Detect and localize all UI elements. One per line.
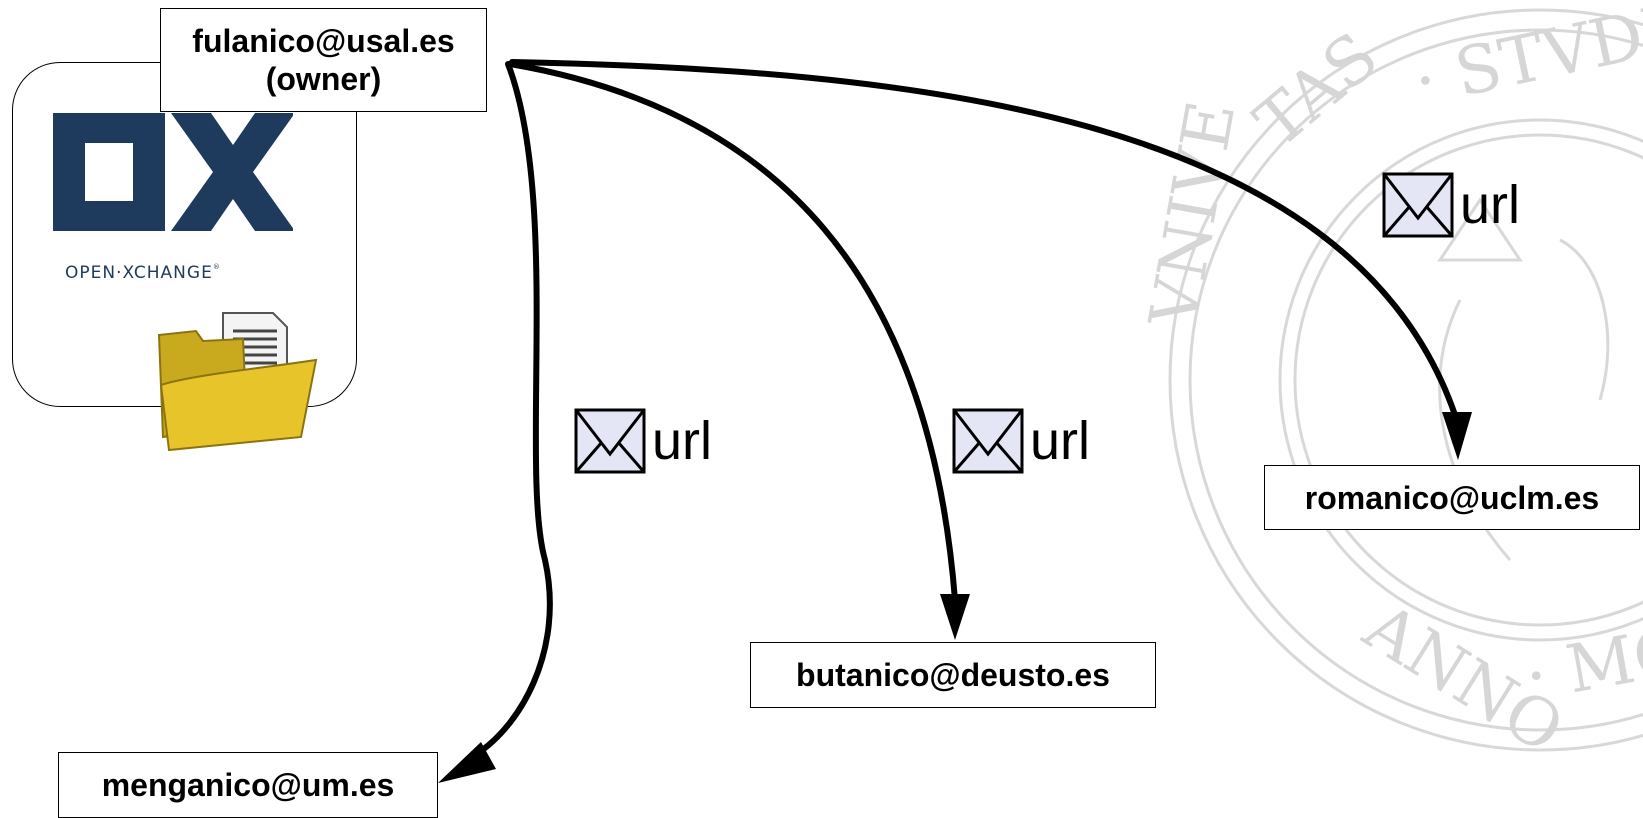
envelope-icon — [952, 408, 1024, 474]
ox-logo-icon — [53, 113, 293, 231]
arrow-to-romanico — [509, 59, 1458, 418]
arrow-to-menganico — [467, 61, 553, 761]
folder-icon — [157, 312, 318, 452]
owner-email: fulanico@usal.es — [192, 23, 455, 59]
recipient-email: menganico@um.es — [101, 767, 395, 803]
envelope-icon — [574, 408, 646, 474]
url-label: url — [1030, 411, 1091, 471]
owner-node: fulanico@usal.es (owner) — [160, 8, 487, 112]
url-label: url — [1460, 175, 1521, 235]
arrowhead-romanico — [1442, 412, 1472, 460]
arrowhead-butanico — [940, 594, 970, 640]
message-to-butanico: url — [952, 408, 1090, 474]
open-xchange-wordmark: OPEN·XCHANGE® — [65, 263, 221, 283]
arrowhead-menganico — [438, 742, 496, 783]
owner-role: (owner) — [265, 61, 382, 97]
recipient-email: romanico@uclm.es — [1304, 479, 1600, 516]
recipient-node-menganico: menganico@um.es — [58, 752, 438, 818]
recipient-node-romanico: romanico@uclm.es — [1264, 465, 1640, 530]
ox-app-panel: OPEN·XCHANGE® — [12, 62, 357, 452]
recipient-email: butanico@deusto.es — [796, 657, 1110, 693]
message-to-menganico: url — [574, 408, 712, 474]
envelope-icon — [1382, 172, 1454, 238]
recipient-node-butanico: butanico@deusto.es — [750, 642, 1156, 708]
url-label: url — [652, 411, 713, 471]
message-to-romanico: url — [1382, 172, 1520, 238]
arrow-to-butanico — [507, 61, 958, 603]
